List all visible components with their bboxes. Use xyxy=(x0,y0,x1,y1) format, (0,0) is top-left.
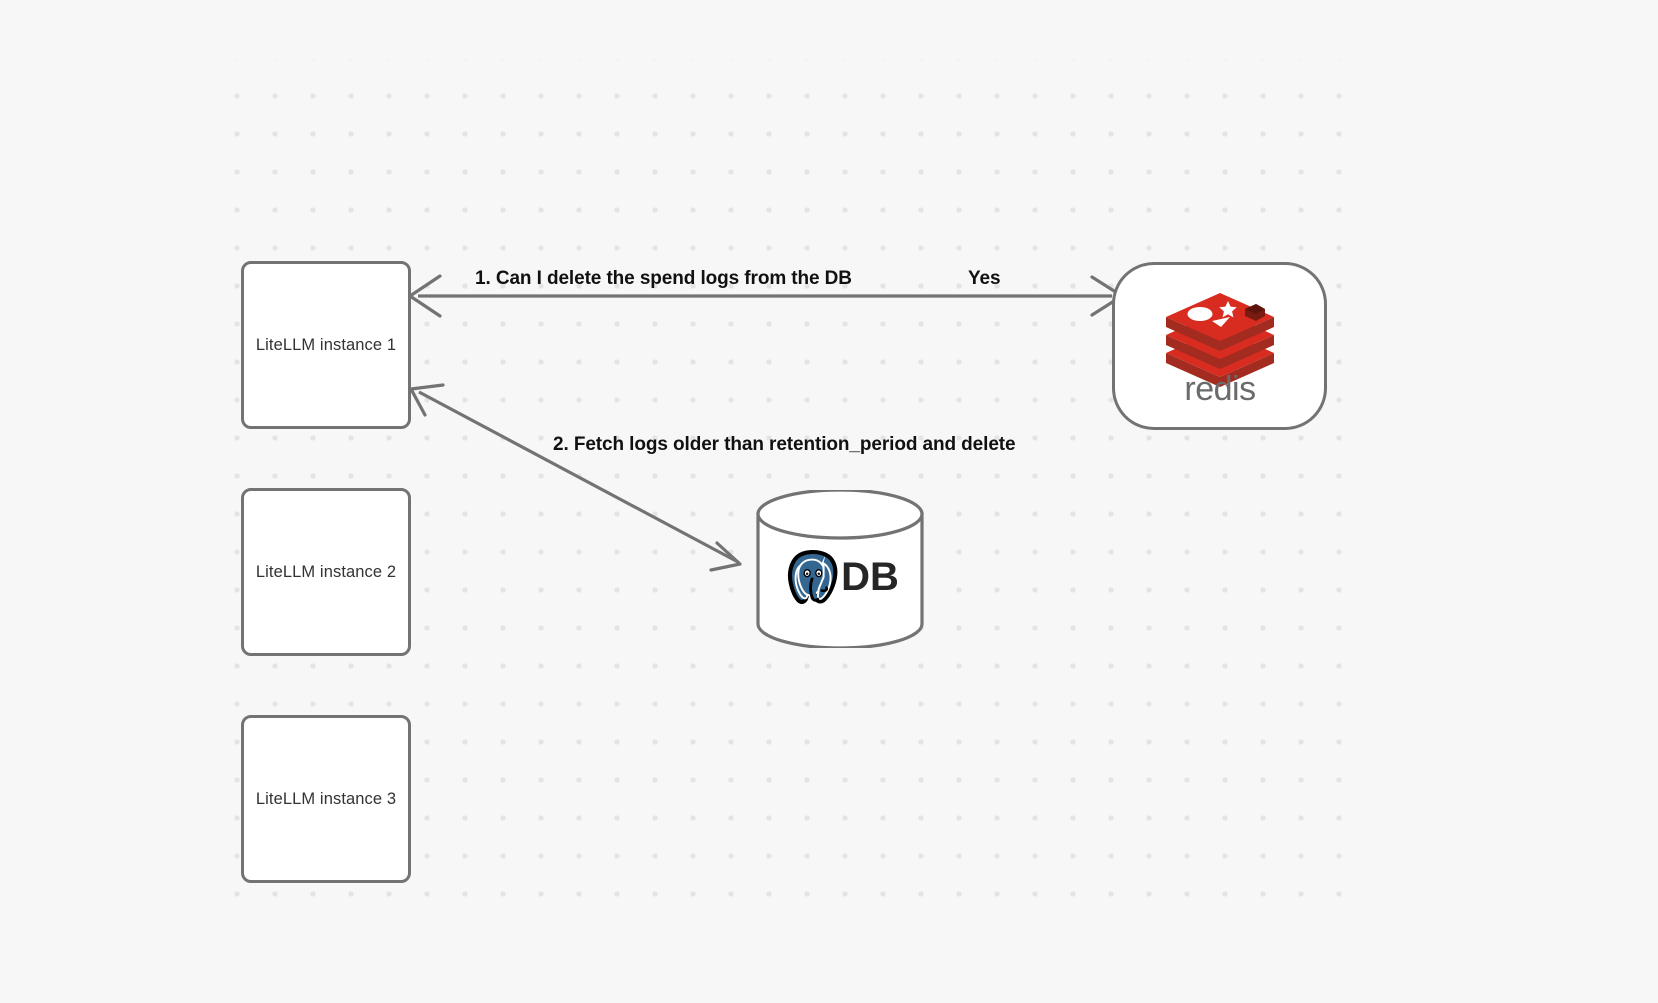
grid-mask-right xyxy=(1360,0,1658,1003)
node-litellm-instance-3[interactable]: LiteLLM instance 3 xyxy=(241,715,411,883)
redis-logo-icon: redis xyxy=(1165,293,1274,405)
grid-mask-left xyxy=(0,0,205,1003)
node-litellm-instance-3-label: LiteLLM instance 3 xyxy=(255,789,397,808)
edge-1-reply-label: Yes xyxy=(968,268,1001,289)
node-redis[interactable]: redis xyxy=(1112,262,1327,430)
edge-1-arrowhead-left xyxy=(408,274,442,318)
edge-2-label: 2. Fetch logs older than retention_perio… xyxy=(553,434,1016,455)
edge-1-label: 1. Can I delete the spend logs from the … xyxy=(475,268,852,289)
database-cylinder-shape xyxy=(756,490,924,648)
database-logo-row: DB xyxy=(754,542,926,612)
edge-2-line xyxy=(418,390,739,564)
node-litellm-instance-1[interactable]: LiteLLM instance 1 xyxy=(241,261,411,429)
edge-2-arrowhead-end xyxy=(709,541,742,572)
node-litellm-instance-1-label: LiteLLM instance 1 xyxy=(255,335,397,354)
node-litellm-instance-2[interactable]: LiteLLM instance 2 xyxy=(241,488,411,656)
node-litellm-instance-2-label: LiteLLM instance 2 xyxy=(255,562,397,581)
svg-text:redis: redis xyxy=(1184,370,1255,405)
node-database[interactable]: DB xyxy=(754,490,926,648)
edge-2-arrowhead-start xyxy=(409,383,445,417)
postgresql-elephant-icon xyxy=(788,550,838,605)
database-label: DB xyxy=(841,555,899,599)
